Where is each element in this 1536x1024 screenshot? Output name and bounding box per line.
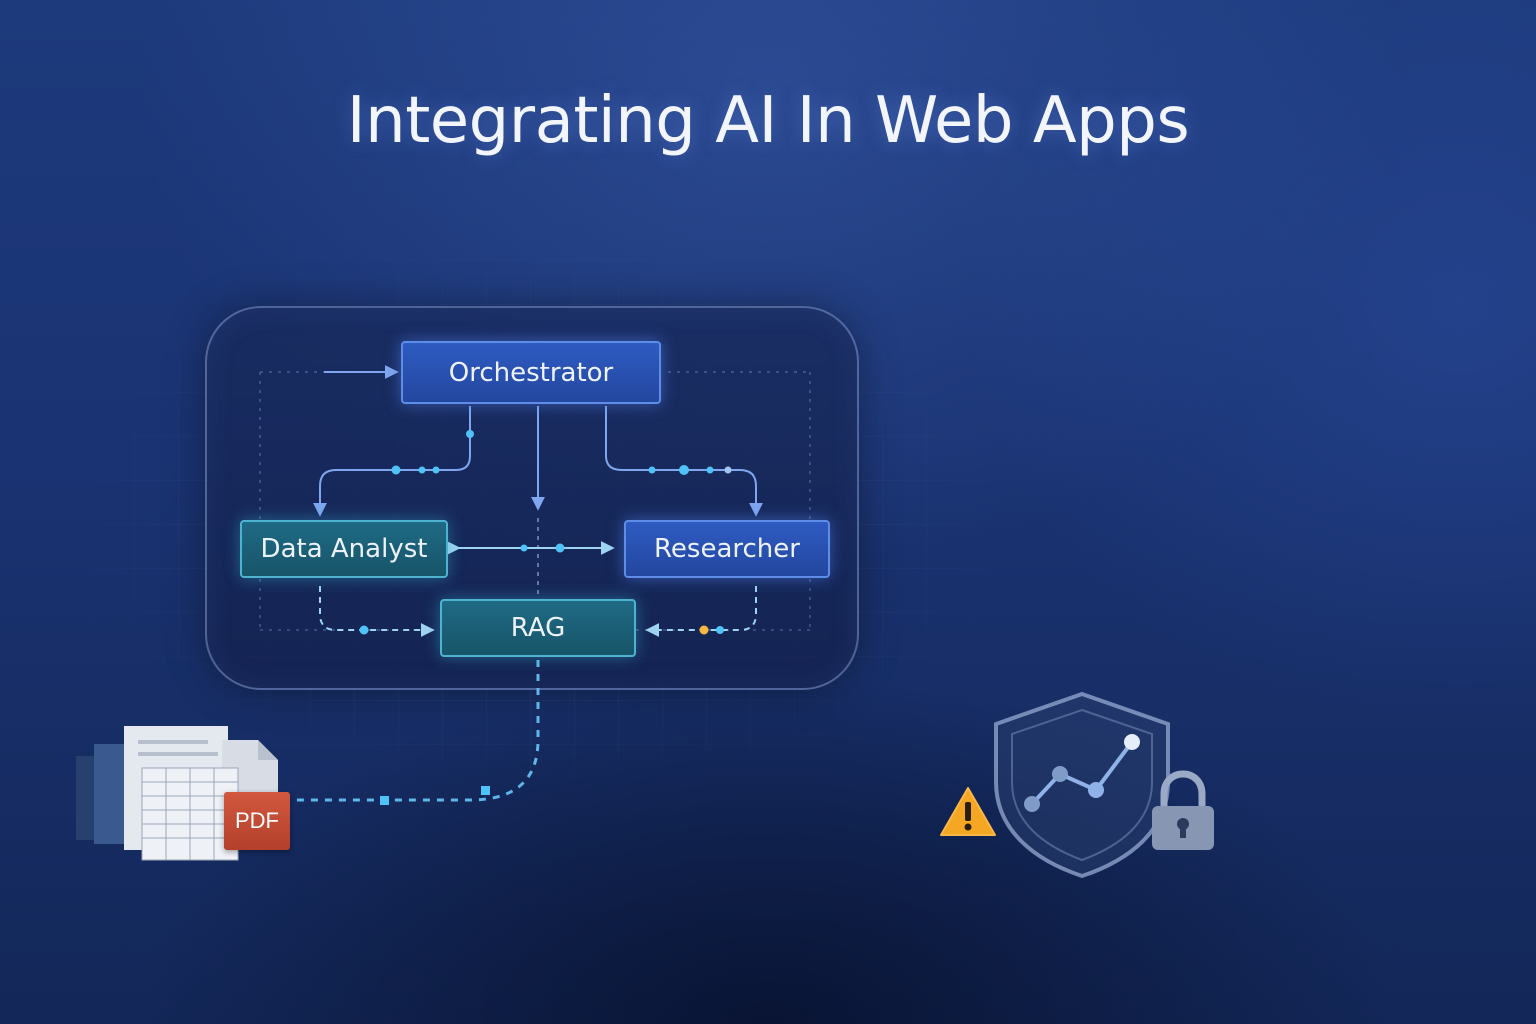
edge-researcher-rag: [645, 586, 757, 637]
edge-data-analyst-rag: [319, 586, 435, 637]
flow-dot: [724, 466, 732, 474]
flow-dot: [380, 796, 389, 805]
edge-rag-documents: [296, 660, 540, 802]
flow-dot: [679, 465, 689, 475]
flow-dot: [432, 466, 440, 474]
page-title: Integrating AI In Web Apps: [346, 84, 1190, 158]
shield-chart-icon: [994, 691, 1170, 879]
flow-dot: [648, 466, 656, 474]
flow-dot: [481, 786, 490, 795]
flow-dot: [555, 543, 565, 553]
flow-dot: [391, 465, 401, 475]
node-data-analyst: Data Analyst: [240, 520, 448, 578]
inner-dotted-frame: [259, 371, 811, 631]
node-rag: RAG: [440, 599, 636, 657]
node-researcher: Researcher: [624, 520, 830, 578]
edge-orchestrator-data-analyst: [313, 406, 471, 517]
flow-dot: [359, 625, 369, 635]
flow-dot: [466, 430, 474, 438]
flow-dot: [418, 466, 426, 474]
flow-dot: [716, 626, 724, 634]
pdf-file-icon: PDF: [224, 792, 290, 850]
document-stack-icon: [76, 726, 278, 861]
padlock-icon: [1152, 770, 1214, 850]
flow-dot: [520, 544, 528, 552]
warning-icon: [940, 787, 996, 836]
flow-dot-warning: [699, 625, 709, 635]
edge-orchestrator-researcher: [605, 406, 763, 517]
flow-dot: [706, 466, 714, 474]
node-orchestrator: Orchestrator: [401, 341, 661, 404]
